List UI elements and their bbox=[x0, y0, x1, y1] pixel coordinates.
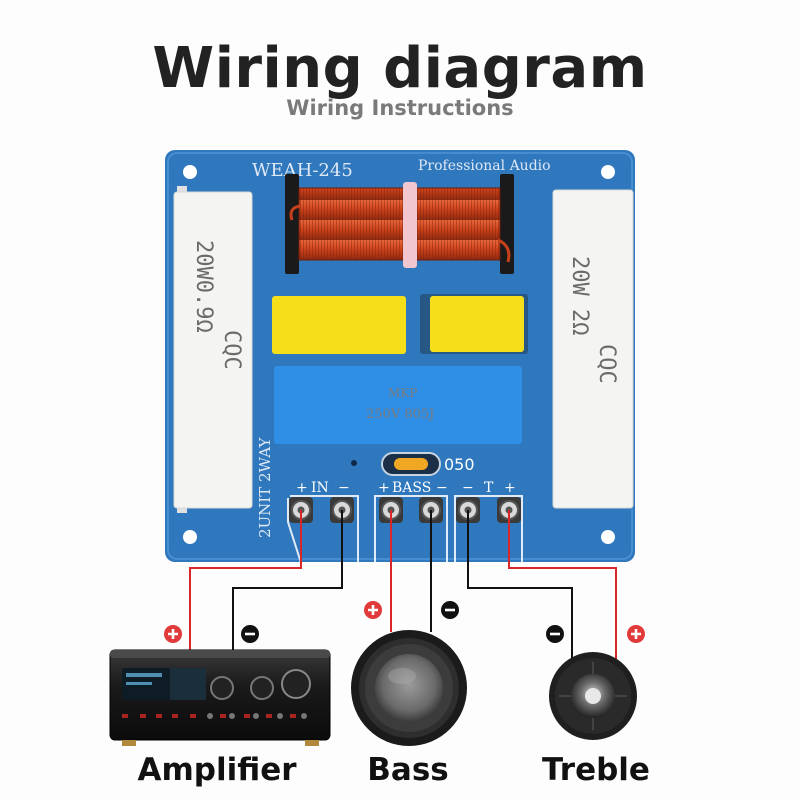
capacitor-spec: 250V 805J bbox=[366, 407, 434, 422]
blue-capacitor: MKP 250V 805J bbox=[274, 366, 522, 444]
wire-treble-positive bbox=[508, 510, 617, 660]
bass-speaker-icon bbox=[351, 630, 467, 746]
plus-icon bbox=[164, 625, 182, 643]
bass-minus-sign: − bbox=[436, 480, 448, 496]
in-plus-sign: + bbox=[296, 480, 308, 496]
pcb-body bbox=[165, 150, 635, 562]
treble-label: T bbox=[484, 480, 494, 496]
pot-label: 050 bbox=[444, 455, 475, 474]
potentiometer: 050 bbox=[381, 452, 475, 476]
mount-hole bbox=[183, 530, 197, 544]
board-brand: Professional Audio bbox=[418, 158, 551, 174]
resistor-right-value: 20W 2Ω bbox=[567, 256, 592, 335]
in-minus-sign: − bbox=[338, 480, 350, 496]
resistor-left-value: 20W0.9Ω bbox=[191, 240, 216, 333]
treble-minus-sign: − bbox=[462, 480, 474, 496]
resistor-right-code: CQC bbox=[594, 344, 619, 384]
board-side-label: 2UNIT 2WAY bbox=[256, 437, 274, 538]
bass-label: BASS bbox=[392, 480, 431, 496]
amplifier-icon bbox=[109, 649, 331, 746]
plus-icon bbox=[627, 625, 645, 643]
mount-hole bbox=[601, 530, 615, 544]
yellow-capacitor-right bbox=[430, 296, 524, 352]
crossover-board: WEAH-245 Professional Audio 2UNIT 2WAY M… bbox=[165, 150, 635, 567]
treble-label: Treble bbox=[542, 752, 650, 788]
terminal-labels-treble: − T + bbox=[462, 480, 516, 496]
amplifier-label: Amplifier bbox=[137, 752, 297, 788]
treble-speaker-icon bbox=[549, 652, 637, 740]
bass-label: Bass bbox=[367, 752, 448, 788]
yellow-capacitor-left bbox=[272, 296, 406, 354]
mount-hole bbox=[601, 165, 615, 179]
treble-plus-sign: + bbox=[504, 480, 516, 496]
mount-hole bbox=[183, 165, 197, 179]
resistor-left-code: CQC bbox=[219, 330, 244, 370]
capacitor-brand: MKP bbox=[388, 386, 417, 400]
board-model: WEAH-245 bbox=[252, 160, 353, 181]
minus-icon bbox=[441, 601, 459, 619]
polarity-markers bbox=[164, 601, 645, 643]
wire-in-positive bbox=[189, 510, 302, 660]
wire-treble-negative bbox=[467, 510, 573, 660]
wire-in-negative bbox=[232, 510, 343, 660]
in-label: IN bbox=[311, 480, 329, 496]
inductor-coil bbox=[285, 174, 514, 274]
diagram-title: Wiring diagram bbox=[152, 36, 648, 101]
terminal-labels-bass: + BASS − bbox=[378, 480, 448, 496]
terminal-labels-in: + IN − bbox=[296, 480, 350, 496]
resistor-right: 20W 2Ω CQC bbox=[552, 189, 634, 509]
bass-plus-sign: + bbox=[378, 480, 390, 496]
resistor-left: 20W0.9Ω CQC bbox=[173, 186, 253, 513]
diagram-subtitle: Wiring Instructions bbox=[286, 96, 514, 120]
plus-icon bbox=[364, 601, 382, 619]
minus-icon bbox=[546, 625, 564, 643]
minus-icon bbox=[241, 625, 259, 643]
